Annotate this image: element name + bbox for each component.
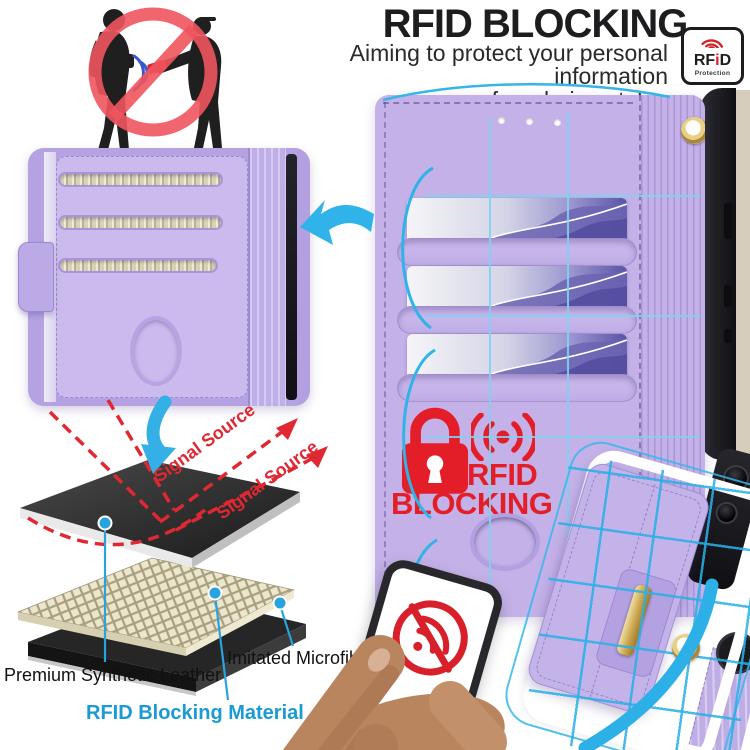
padlock-icon — [401, 407, 469, 494]
card-slot — [58, 215, 223, 230]
label-rfid-blocking-material: RFID Blocking Material — [86, 702, 304, 724]
callout-dots — [97, 515, 288, 611]
stitching — [384, 102, 386, 607]
layer-rfid-mesh — [16, 557, 296, 656]
page-title: RFID BLOCKING — [382, 2, 689, 46]
rfid-protection-badge: RFiD Protection — [681, 27, 744, 85]
eyelet — [672, 634, 700, 662]
phone-volume-button — [724, 285, 732, 307]
card-slot-lip — [397, 238, 637, 266]
stitching — [383, 102, 633, 104]
no-theft-icon — [88, 7, 222, 150]
label-premium-synthetic-leather: Premium Synthetic Leather — [4, 665, 222, 685]
badge-brand: RFiD — [693, 52, 732, 69]
phone-power-button — [724, 329, 732, 343]
subtitle-line-1: Aiming to protect your personal informat… — [349, 40, 668, 89]
magnetic-clasp-tab — [18, 242, 54, 312]
card-slot-lip — [397, 306, 637, 334]
arrowhead — [276, 418, 298, 440]
snap-hole — [526, 118, 533, 125]
snap-hole — [498, 117, 505, 124]
scanner-label: RFID SCANNER — [347, 690, 461, 750]
left-arrow-icon — [300, 200, 374, 245]
wallet-case-interior: RFID BLOCKING — [375, 95, 705, 617]
card-slot — [58, 258, 218, 273]
scanner-phone: RFID SCANNER — [327, 555, 507, 750]
card-slot-lip — [397, 374, 637, 402]
eyelet — [681, 117, 705, 144]
case-back-edge — [297, 148, 310, 406]
phone-edge — [286, 154, 297, 400]
case-spine-ribbed — [248, 148, 286, 406]
badge-label: Protection — [694, 70, 731, 77]
no-wifi-icon — [392, 600, 468, 676]
prohibition-sign — [88, 7, 218, 137]
phone-side — [700, 88, 736, 460]
snap-hole — [554, 119, 561, 126]
material-layers-diagram — [16, 395, 328, 701]
cover-inner-edge — [733, 90, 750, 458]
down-arrow-icon — [141, 395, 176, 474]
signal-arrows — [27, 399, 321, 547]
mesh-window — [130, 316, 182, 386]
arrowhead — [306, 446, 328, 468]
card-slot — [58, 172, 223, 187]
phone-volume-button — [724, 203, 732, 239]
